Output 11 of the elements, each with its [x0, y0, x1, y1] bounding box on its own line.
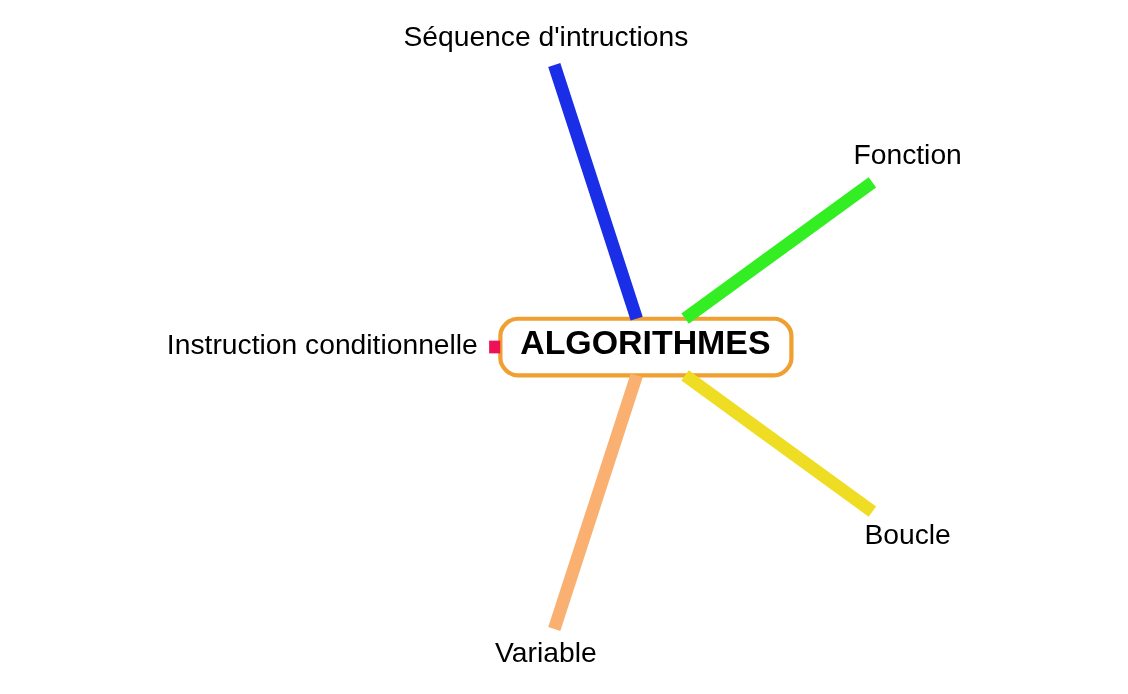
node-text: Variable [494, 635, 597, 668]
node-text: Fonction [852, 137, 962, 170]
connector [488, 340, 500, 354]
node-text: Instruction conditionnelle [166, 328, 478, 361]
connector [680, 370, 876, 517]
node-box: ALGORITHMES [497, 316, 793, 378]
connector [547, 373, 643, 631]
node-text: Séquence d'intructions [402, 20, 688, 53]
connector [680, 177, 876, 324]
connector [547, 63, 643, 321]
node-text: Boucle [863, 518, 951, 551]
